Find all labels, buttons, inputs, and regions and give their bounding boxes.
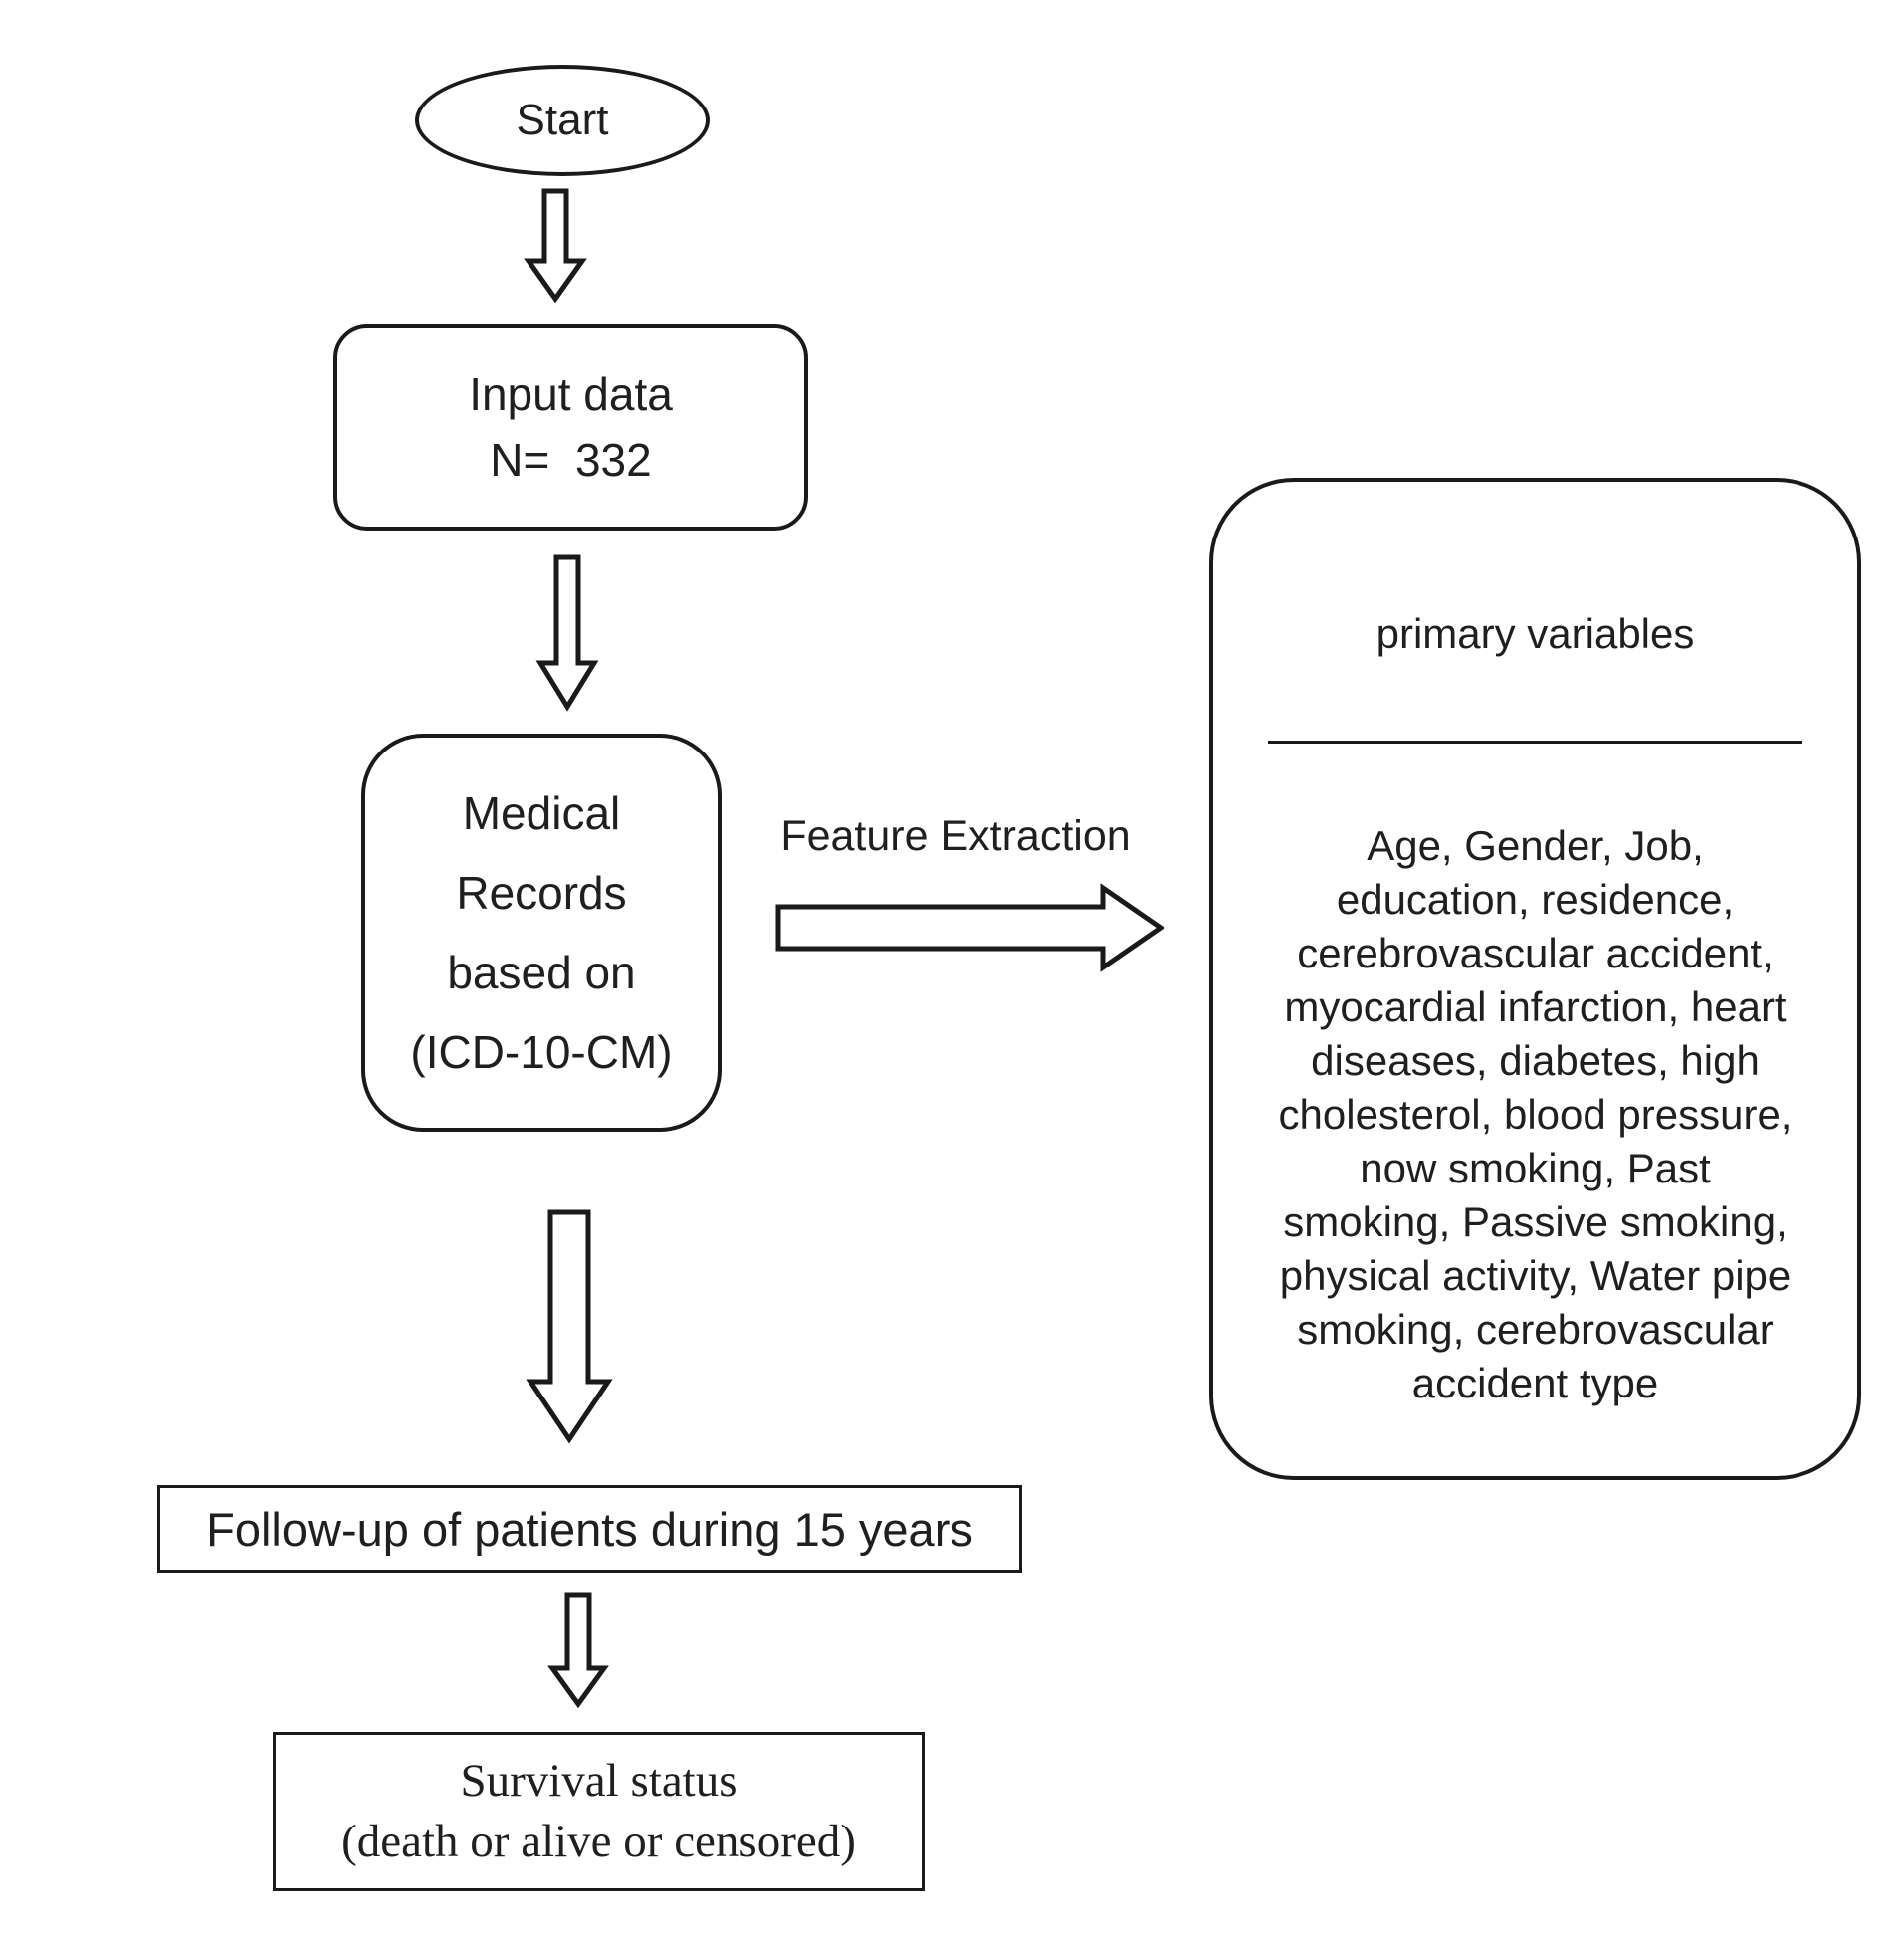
primary-variables-node: primary variables Age, Gender, Job, educ… [1209,478,1861,1480]
arrow-input-to-medical [535,554,599,712]
follow-up-node: Follow-up of patients during 15 years [157,1485,1022,1573]
survival-status-node: Survival status (death or alive or censo… [273,1732,925,1891]
arrow-start-to-input [524,188,587,304]
follow-up-label: Follow-up of patients during 15 years [206,1502,973,1556]
start-label: Start [516,96,609,144]
start-node: Start [415,65,710,176]
primary-variables-heading: primary variables [1375,610,1695,657]
input-data-node: Input data N= 332 [333,324,808,531]
arrow-feature-extraction [775,883,1165,972]
primary-variables-body: Age, Gender, Job, education, residence, … [1278,822,1793,1406]
primary-variables-divider [1268,741,1802,744]
feature-extraction-label: Feature Extraction [780,812,1131,860]
medical-records-label: Medical Records based on (ICD-10-CM) [410,786,673,1079]
arrow-medical-to-followup [526,1209,613,1444]
arrow-followup-to-survival [547,1592,609,1709]
medical-records-node: Medical Records based on (ICD-10-CM) [361,734,722,1132]
survival-status-label: Survival status (death or alive or censo… [341,1754,856,1867]
input-data-label: Input data N= 332 [469,368,673,486]
